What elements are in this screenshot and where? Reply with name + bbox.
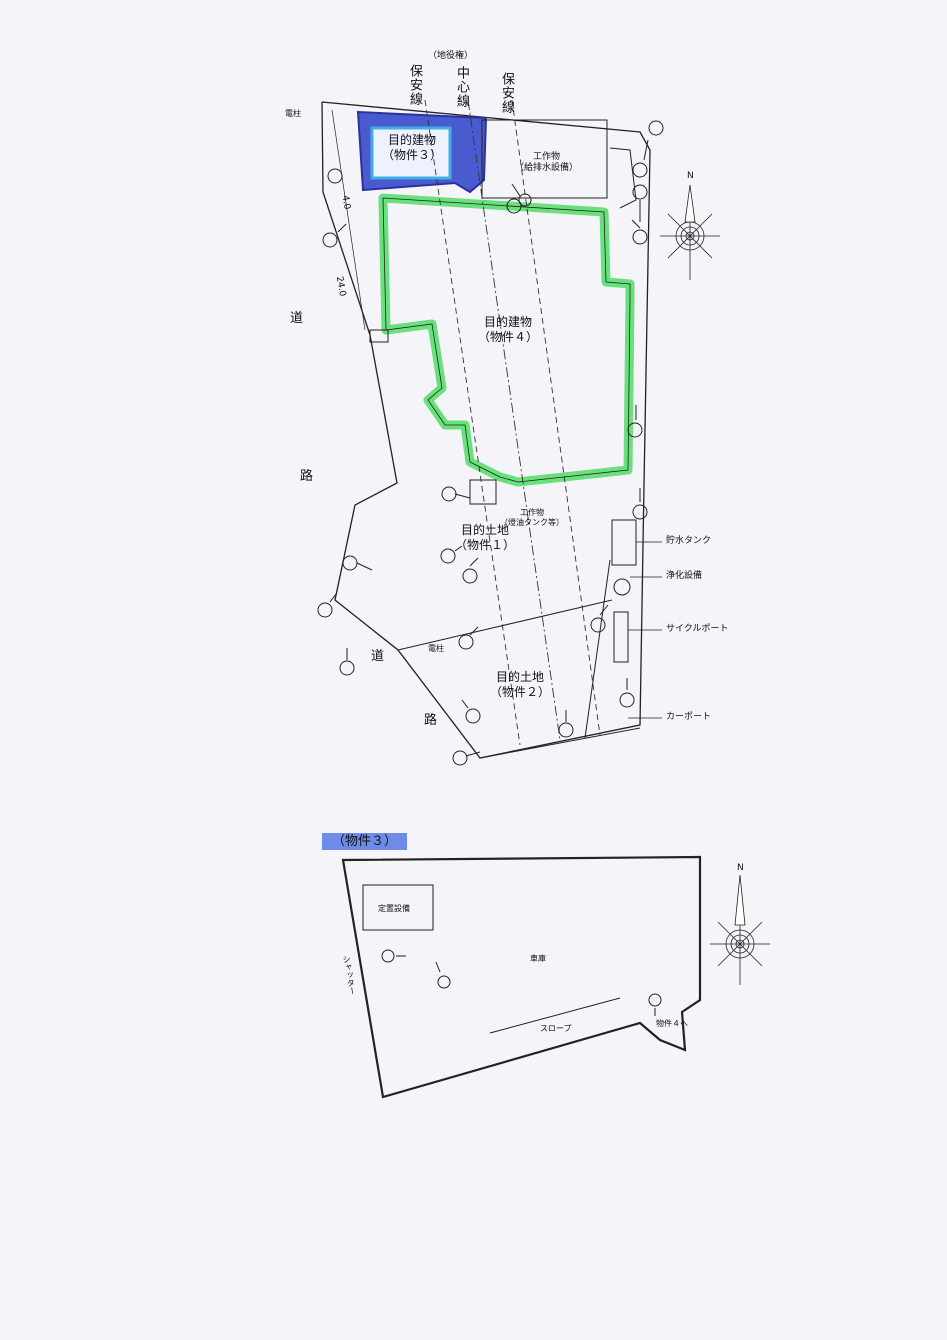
building-3-inner xyxy=(370,126,452,180)
building-4-label: 目的建物 （物件４） xyxy=(478,315,539,344)
parcel-divider-3 xyxy=(584,559,611,739)
water-facility-label: 工作物 （給排水設備） xyxy=(515,152,579,174)
water-tank-label: 貯水タンク xyxy=(666,536,712,546)
cycle-port-box xyxy=(613,611,629,663)
road-char-2: 路 xyxy=(300,469,314,484)
left-safety-line-label: 保安線 xyxy=(407,64,422,106)
equipment-label: 定置設備 xyxy=(378,904,410,913)
markers-group xyxy=(317,120,664,766)
land-1-label: 目的土地 （物件１） xyxy=(455,523,516,552)
left-safety-line xyxy=(424,99,521,746)
tank-structure-box xyxy=(469,479,497,505)
road-char-1: 道 xyxy=(290,311,304,326)
center-line-label: 中心線 xyxy=(454,66,469,108)
slope-label: スロープ xyxy=(540,1024,572,1033)
equipment-box xyxy=(362,884,434,931)
dimension-short-label: 4.0 xyxy=(339,194,352,211)
left-notch xyxy=(369,329,389,343)
building-3-label: 目的建物 （物件３） xyxy=(382,133,443,162)
septic-label: 浄化設備 xyxy=(666,571,703,581)
building-4-outline xyxy=(382,197,631,483)
right-safety-line xyxy=(511,99,601,736)
tank-structure-label: 工作物 （燈油タンク等） xyxy=(500,508,564,527)
to-building-4-label: 物件４へ xyxy=(656,1019,688,1028)
top-edge-detail xyxy=(609,147,637,209)
water-facility-box xyxy=(481,119,608,199)
road-char-lower-2: 路 xyxy=(424,713,438,728)
bottom-plan-title: （物件３） xyxy=(322,833,408,850)
slope-line xyxy=(489,997,621,1034)
pole-lower-label: 電柱 xyxy=(428,644,444,653)
road-char-lower-1: 道 xyxy=(371,649,385,664)
pole-top-label: 電柱 xyxy=(285,109,301,118)
right-safety-line-label: 保安線 xyxy=(499,72,514,114)
parcel-divider-1 xyxy=(397,599,613,651)
compass-bottom-north: N xyxy=(737,863,744,873)
dimension-line xyxy=(331,109,366,331)
compass-top-north: N xyxy=(687,171,694,181)
compass-top xyxy=(660,184,720,280)
parcel-divider-2 xyxy=(479,727,641,759)
garage-label: 車庫 xyxy=(530,954,546,963)
septic-circle xyxy=(613,578,631,596)
carport-label: カーポート xyxy=(666,712,712,722)
compass-bottom xyxy=(710,874,770,985)
garage-outline xyxy=(341,855,702,1099)
view-arrows xyxy=(329,139,649,757)
center-line xyxy=(467,99,561,741)
easement-header: （地役権） xyxy=(428,51,474,61)
cycle-port-label: サイクルポート xyxy=(666,624,729,634)
bottom-markers xyxy=(381,949,662,1016)
land-2-label: 目的土地 （物件２） xyxy=(490,670,551,699)
water-tank-box xyxy=(611,519,637,566)
